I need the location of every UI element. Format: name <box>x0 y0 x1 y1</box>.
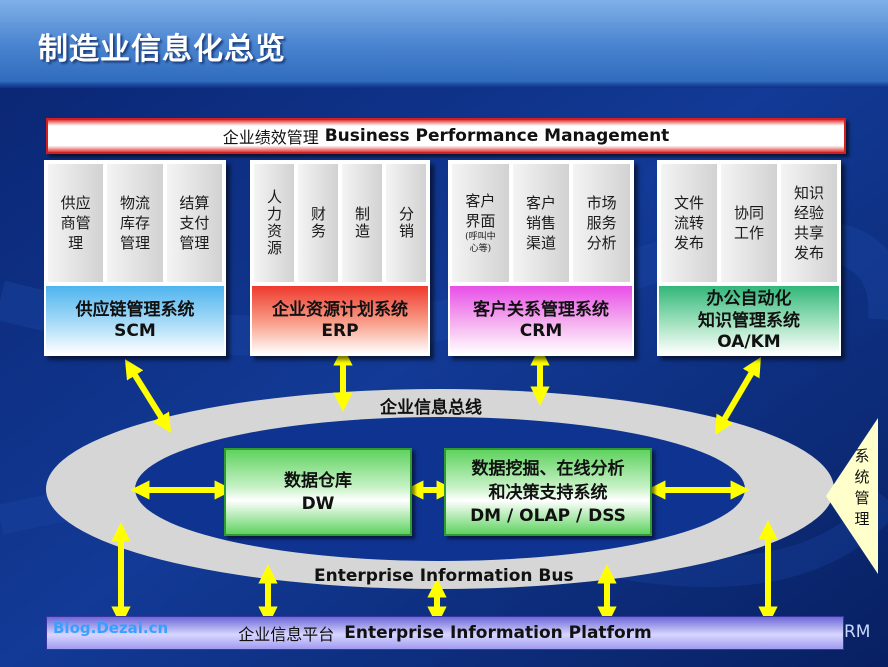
scm-sub-logistics: 物流 库存 管理 <box>107 164 163 282</box>
arrow-scm-bus <box>124 359 172 433</box>
bpm-label-zh: 企业绩效管理 <box>222 128 319 147</box>
dm-box: 数据挖掘、在线分析 和决策支持系统 DM / OLAP / DSS <box>444 448 652 536</box>
erp-name-zh: 企业资源计划系统 <box>272 300 408 320</box>
scm-name-zh: 供应链管理系统 <box>75 300 195 320</box>
crm-sub-sales-channel: 客户 销售 渠道 <box>512 164 570 282</box>
edge-text: RM <box>844 622 871 642</box>
oa-name-zh: 办公自动化 知识管理系统 <box>698 289 800 331</box>
erp-name-en: ERP <box>321 321 359 341</box>
crm-system-box: 客户关系管理系统 CRM <box>450 286 632 354</box>
erp-sub-manufacturing: 制造 <box>342 164 382 282</box>
erp-sub-distribution: 分销 <box>386 164 426 282</box>
bus-label-zh: 企业信息总线 <box>380 398 482 418</box>
platform-label-zh: 企业信息平台 <box>238 625 335 644</box>
scm-system-box: 供应链管理系统 SCM <box>46 286 224 354</box>
dw-label-en: DW <box>301 494 335 514</box>
dw-label-zh: 数据仓库 <box>284 471 352 491</box>
oa-sub-documents: 文件 流转 发布 <box>661 164 717 282</box>
crm-name-en: CRM <box>519 321 563 341</box>
erp-sub-hr: 人力资源 <box>254 164 294 282</box>
crm-name-zh: 客户关系管理系统 <box>473 300 609 320</box>
platform-label-en: Enterprise Information Platform <box>344 623 652 643</box>
crm-sub-interface-note: (呼叫中 心等) <box>465 232 496 254</box>
bpm-bar: 企业绩效管理 Business Performance Management <box>46 118 846 154</box>
dw-box: 数据仓库 DW <box>224 448 412 536</box>
scm-name-en: SCM <box>114 321 156 341</box>
header-band <box>0 0 888 82</box>
crm-panel: 客户 界面 (呼叫中 心等) 客户 销售 渠道 市场 服务 分析 客户关系管理系… <box>448 160 634 356</box>
crm-sub-interface: 客户 界面 (呼叫中 心等) <box>452 164 509 282</box>
crm-sub-interface-label: 客户 界面 <box>465 192 496 230</box>
erp-panel: 人力资源 财务 制造 分销 企业资源计划系统 ERP <box>250 160 430 356</box>
oa-name-en: OA/KM <box>717 332 781 352</box>
oa-sub-collaboration: 协同 工作 <box>721 164 777 282</box>
dm-label-zh: 数据挖掘、在线分析 和决策支持系统 <box>471 459 625 503</box>
system-management-label: 系统管理 <box>854 447 870 528</box>
watermark: Blog.Dezai.cn <box>53 619 169 637</box>
page-title: 制造业信息化总览 <box>38 32 286 67</box>
bus-label-en: Enterprise Information Bus <box>314 566 574 586</box>
oa-system-box: 办公自动化 知识管理系统 OA/KM <box>659 286 839 354</box>
crm-sub-market-analysis: 市场 服务 分析 <box>573 164 631 282</box>
erp-system-box: 企业资源计划系统 ERP <box>252 286 428 354</box>
scm-sub-settlement: 结算 支付 管理 <box>166 164 222 282</box>
platform-bar: 企业信息平台 Enterprise Information Platform <box>46 616 844 650</box>
oa-sub-knowledge: 知识 经验 共享 发布 <box>781 164 837 282</box>
dm-label-en: DM / OLAP / DSS <box>470 506 626 526</box>
bpm-label-en: Business Performance Management <box>324 126 670 146</box>
system-management-triangle <box>826 418 878 574</box>
arrow-oa-bus <box>715 357 761 435</box>
oa-panel: 文件 流转 发布 协同 工作 知识 经验 共享 发布 办公自动化 知识管理系统 … <box>657 160 841 356</box>
scm-panel: 供应 商管 理 物流 库存 管理 结算 支付 管理 供应链管理系统 SCM <box>44 160 226 356</box>
header-stripe <box>0 82 888 88</box>
scm-sub-supplier: 供应 商管 理 <box>48 164 104 282</box>
erp-sub-finance: 财务 <box>298 164 338 282</box>
